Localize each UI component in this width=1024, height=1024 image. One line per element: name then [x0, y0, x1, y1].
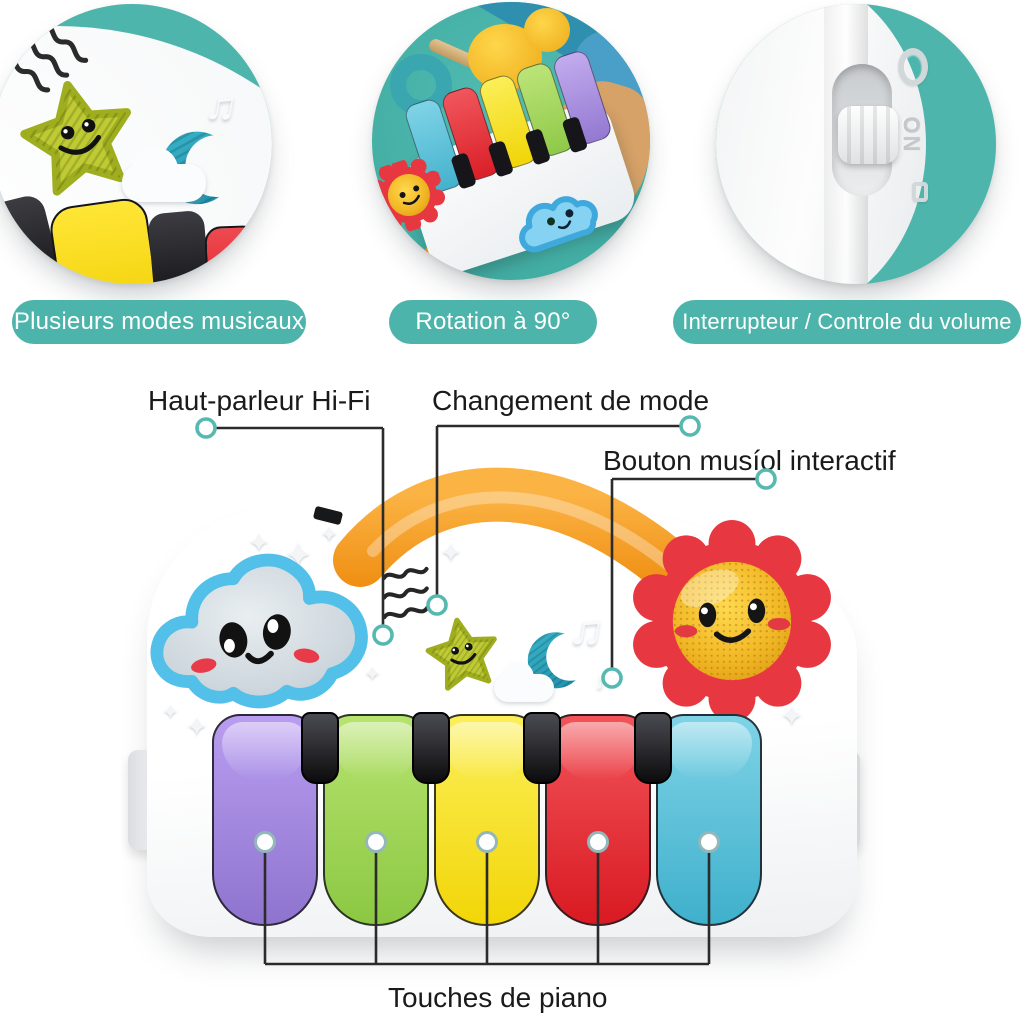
switch-knob[interactable]	[838, 106, 898, 164]
piano-key-red	[204, 225, 262, 284]
sun-music-button[interactable]	[630, 519, 834, 723]
callout-piano-keys: Touches de piano	[388, 982, 608, 1013]
inset-photo-rotation	[372, 2, 650, 280]
mini-sun	[372, 158, 446, 233]
star-button-icon	[20, 81, 131, 196]
piano-key-black[interactable]	[523, 712, 561, 784]
piano-key-black	[147, 209, 213, 284]
volume-icon	[898, 48, 928, 86]
piano-key-black[interactable]	[634, 712, 672, 784]
sparkle-icon: ✦	[364, 664, 381, 686]
sound-waves-icon	[381, 566, 430, 620]
cloud-decal	[122, 146, 206, 202]
duck-toy-head	[524, 8, 570, 52]
inset-photo-multi-modes: ♫	[0, 4, 272, 284]
sound-waves-icon	[1, 21, 89, 93]
inset-photo-switch: ON	[716, 4, 996, 284]
on-label: ON	[898, 116, 924, 154]
callout-mode-change: Changement de mode	[432, 385, 710, 416]
piano-key-black[interactable]	[301, 712, 339, 784]
callout-speaker: Haut-parleur Hi-Fi	[148, 385, 371, 416]
piano-key-black[interactable]	[412, 712, 450, 784]
cloud-decal	[494, 661, 554, 702]
caption-rotation: Rotation à 90°	[389, 300, 597, 344]
mini-cloud	[519, 196, 598, 253]
sparkle-icon: ✦	[440, 538, 462, 568]
caption-multi-modes: Plusieurs modes musicaux	[12, 300, 306, 344]
sparkle-icon: ✦	[186, 712, 208, 742]
cloud-speaker[interactable]	[146, 549, 384, 717]
star-button-icon[interactable]	[418, 610, 508, 700]
sparkle-icon: ✦	[320, 522, 339, 547]
volume-glyph	[912, 182, 928, 202]
sparkle-icon: ✦	[780, 701, 804, 732]
sparkle-icon: ✦	[162, 702, 179, 724]
piano-keyboard	[212, 712, 770, 930]
mini-piano	[372, 43, 650, 280]
caption-switch: Interrupteur / Controle du volume	[673, 300, 1021, 344]
